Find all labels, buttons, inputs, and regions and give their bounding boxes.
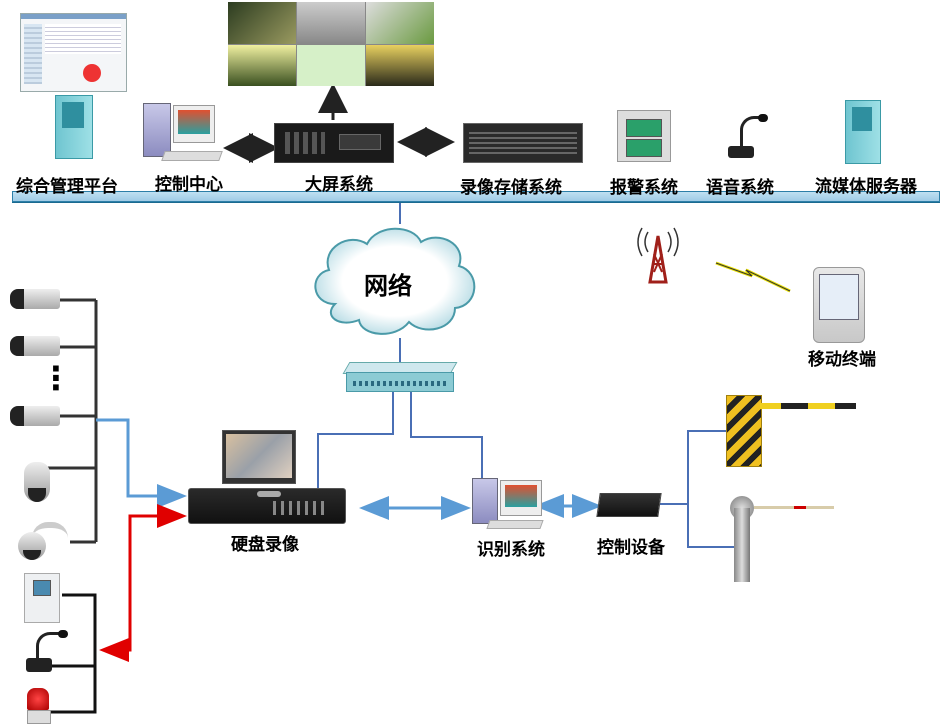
dome-camera-icon [24, 462, 50, 502]
barrier-gate-1-line [687, 430, 730, 547]
desk-microphone-icon [722, 112, 772, 162]
video-wall-icon [228, 2, 434, 86]
alarm-panel-icon [617, 110, 671, 162]
bullet-camera-icon [10, 336, 60, 356]
label-streaming-media-server: 流媒体服务器 [815, 177, 917, 197]
label-control-center: 控制中心 [155, 175, 223, 195]
bullet-camera-icon [10, 406, 60, 426]
switch-to-recognition-line [410, 392, 483, 480]
network-bus [12, 191, 940, 202]
network-cloud-icon [314, 227, 476, 335]
dvr-monitor-icon [222, 430, 296, 484]
label-alarm-system: 报警系统 [610, 178, 678, 198]
label-recognition-system: 识别系统 [477, 540, 545, 560]
label-integrated-management-platform: 综合管理平台 [16, 177, 118, 197]
label-voice-system: 语音系统 [706, 178, 774, 198]
streaming-server-icon [845, 100, 881, 164]
management-screen-icon [20, 13, 127, 92]
dvr-device-icon [188, 488, 346, 524]
ptz-camera-icon [18, 522, 68, 560]
control-device-icon [596, 493, 662, 517]
control-pc-icon [143, 103, 223, 163]
video-matrix-icon [274, 123, 394, 163]
label-control-device: 控制设备 [597, 538, 665, 558]
boom-barrier-icon [730, 496, 835, 582]
label-video-storage-system: 录像存储系统 [460, 178, 562, 198]
storage-array-icon [463, 123, 583, 163]
alarm-light-icon [27, 688, 51, 724]
cell-tower-icon [637, 227, 679, 284]
pickup-microphone-icon [26, 630, 72, 676]
network-switch-icon [342, 362, 458, 392]
barrier-gate-2-line [687, 504, 735, 548]
dvr-alarm-arrow [99, 504, 187, 662]
network-label: 网络 [364, 272, 412, 300]
alarm-host-icon [24, 573, 60, 623]
label-mobile-terminal: 移动终端 [808, 350, 876, 370]
alarm-trunk-line [45, 593, 97, 714]
mobile-terminal-icon [813, 267, 865, 343]
recognition-pc-icon [472, 478, 544, 530]
label-dvr: 硬盘录像 [231, 535, 299, 555]
cameras-to-dvr-arrow [96, 418, 187, 508]
server-tower-icon [55, 95, 93, 159]
bullet-camera-icon [10, 289, 60, 309]
barrier-gate-icon [726, 395, 856, 467]
more-cameras-ellipsis: ⋮ [40, 359, 72, 397]
label-video-wall-system: 大屏系统 [305, 175, 373, 195]
switch-to-dvr-line [317, 392, 394, 490]
